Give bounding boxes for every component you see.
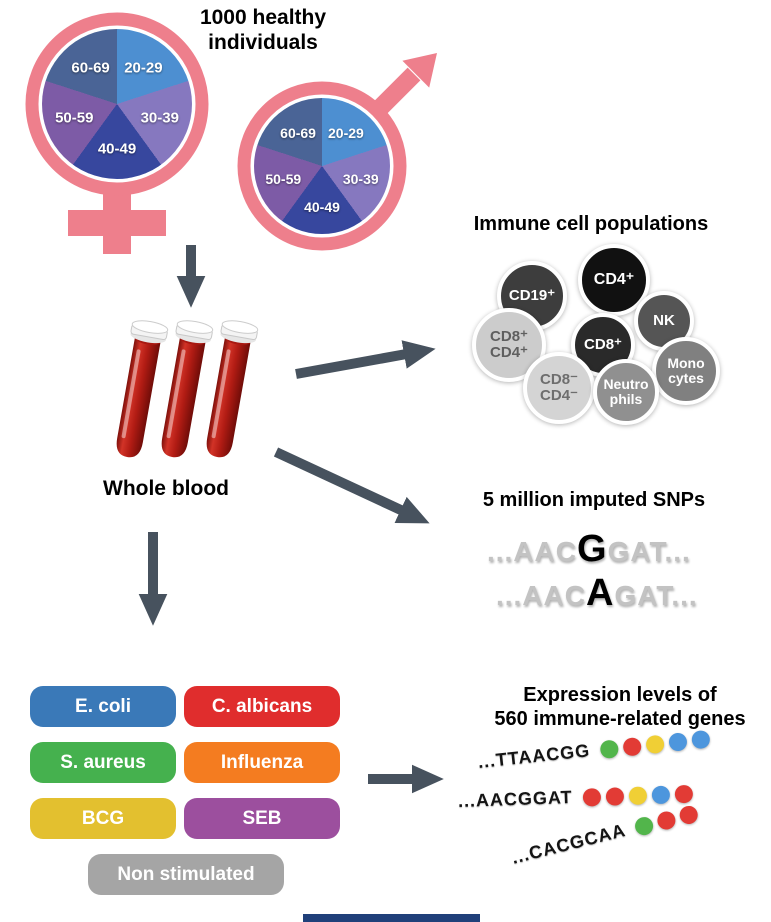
age-label-20-29: 20-29 (124, 59, 163, 77)
blood-tube-icon (116, 320, 169, 458)
immune-cells-title: Immune cell populations (473, 213, 709, 235)
stimulus-label: BCG (81, 807, 125, 829)
expression-dot (621, 736, 642, 757)
stimulus-calbicans: C. albicans (184, 686, 340, 727)
stimulus-label: SEB (242, 807, 282, 829)
expression-dot (633, 814, 655, 837)
snps-title: 5 million imputed SNPs (482, 489, 706, 511)
age-label-30-39: 30-39 (140, 109, 179, 127)
stimulus-seb: SEB (184, 798, 340, 839)
cell-circle-neutrophils: Neutro phils (593, 359, 659, 425)
stimulus-ecoli: E. coli (30, 686, 176, 727)
snp-variant-allele: G (577, 528, 608, 570)
arrow-blood-to-cells (295, 340, 436, 379)
snp-sequence-1: ...AAC G GAT... (487, 528, 691, 571)
stimulus-label: Influenza (220, 751, 304, 773)
stimulus-label: C. albicans (211, 695, 313, 717)
expression-dot (605, 786, 624, 806)
gene-sequence-text: ...AACGGAT (457, 787, 573, 811)
expression-title: Expression levels of 560 immune-related … (494, 684, 746, 730)
expression-dot (599, 738, 619, 759)
bottom-bar (303, 914, 480, 922)
snp-sequence-suffix: GAT... (607, 536, 691, 567)
expression-dot (651, 785, 670, 804)
expression-dot (674, 784, 693, 803)
cell-circle-cd8neg-cd4neg: CD8⁻ CD4⁻ (523, 352, 595, 424)
whole-blood-label: Whole blood (103, 477, 229, 500)
arrow-blood-to-snps (273, 447, 430, 524)
age-label-30-39: 30-39 (342, 170, 379, 187)
age-label-40-49: 40-49 (304, 198, 340, 215)
age-label-50-59: 50-59 (265, 170, 302, 187)
snp-sequence-prefix: ...AAC (496, 580, 586, 611)
snp-sequence-2: ...AAC A GAT... (496, 572, 698, 615)
snp-sequence-prefix: ...AAC (487, 536, 577, 567)
stimulus-influenza: Influenza (184, 742, 340, 783)
expression-dot (582, 787, 601, 807)
blood-tube-icon (161, 320, 214, 458)
age-label-40-49: 40-49 (97, 140, 137, 158)
stimulus-bcg: BCG (30, 798, 176, 839)
age-label-50-59: 50-59 (55, 109, 94, 127)
expression-dot (644, 734, 665, 754)
expression-dot (667, 731, 688, 752)
blood-tube-icon (206, 320, 259, 458)
snp-sequence-suffix: GAT... (614, 580, 698, 611)
expression-dot (690, 729, 711, 750)
age-label-60-69: 60-69 (280, 124, 316, 141)
stimulus-label: S. aureus (60, 751, 146, 773)
age-label-20-29: 20-29 (328, 124, 364, 141)
stimulus-non-stimulated: Non stimulated (88, 854, 284, 895)
stimulus-label: E. coli (75, 695, 131, 717)
snp-variant-allele: A (586, 572, 615, 614)
female-age-pie-chart: 20-29 30-39 40-49 50-59 60-69 (42, 29, 192, 179)
expression-dot (628, 785, 647, 805)
male-age-pie-chart: 20-29 30-39 40-49 50-59 60-69 (254, 98, 390, 234)
age-label-60-69: 60-69 (71, 59, 110, 77)
stimulus-saureus: S. aureus (30, 742, 176, 783)
cell-circle-monocytes: Mono cytes (652, 337, 720, 405)
flow-arrows (138, 245, 444, 794)
cohort-title: 1000 healthy individuals (199, 6, 327, 54)
stimulus-label: Non stimulated (117, 863, 255, 885)
expression-dot (655, 809, 678, 831)
